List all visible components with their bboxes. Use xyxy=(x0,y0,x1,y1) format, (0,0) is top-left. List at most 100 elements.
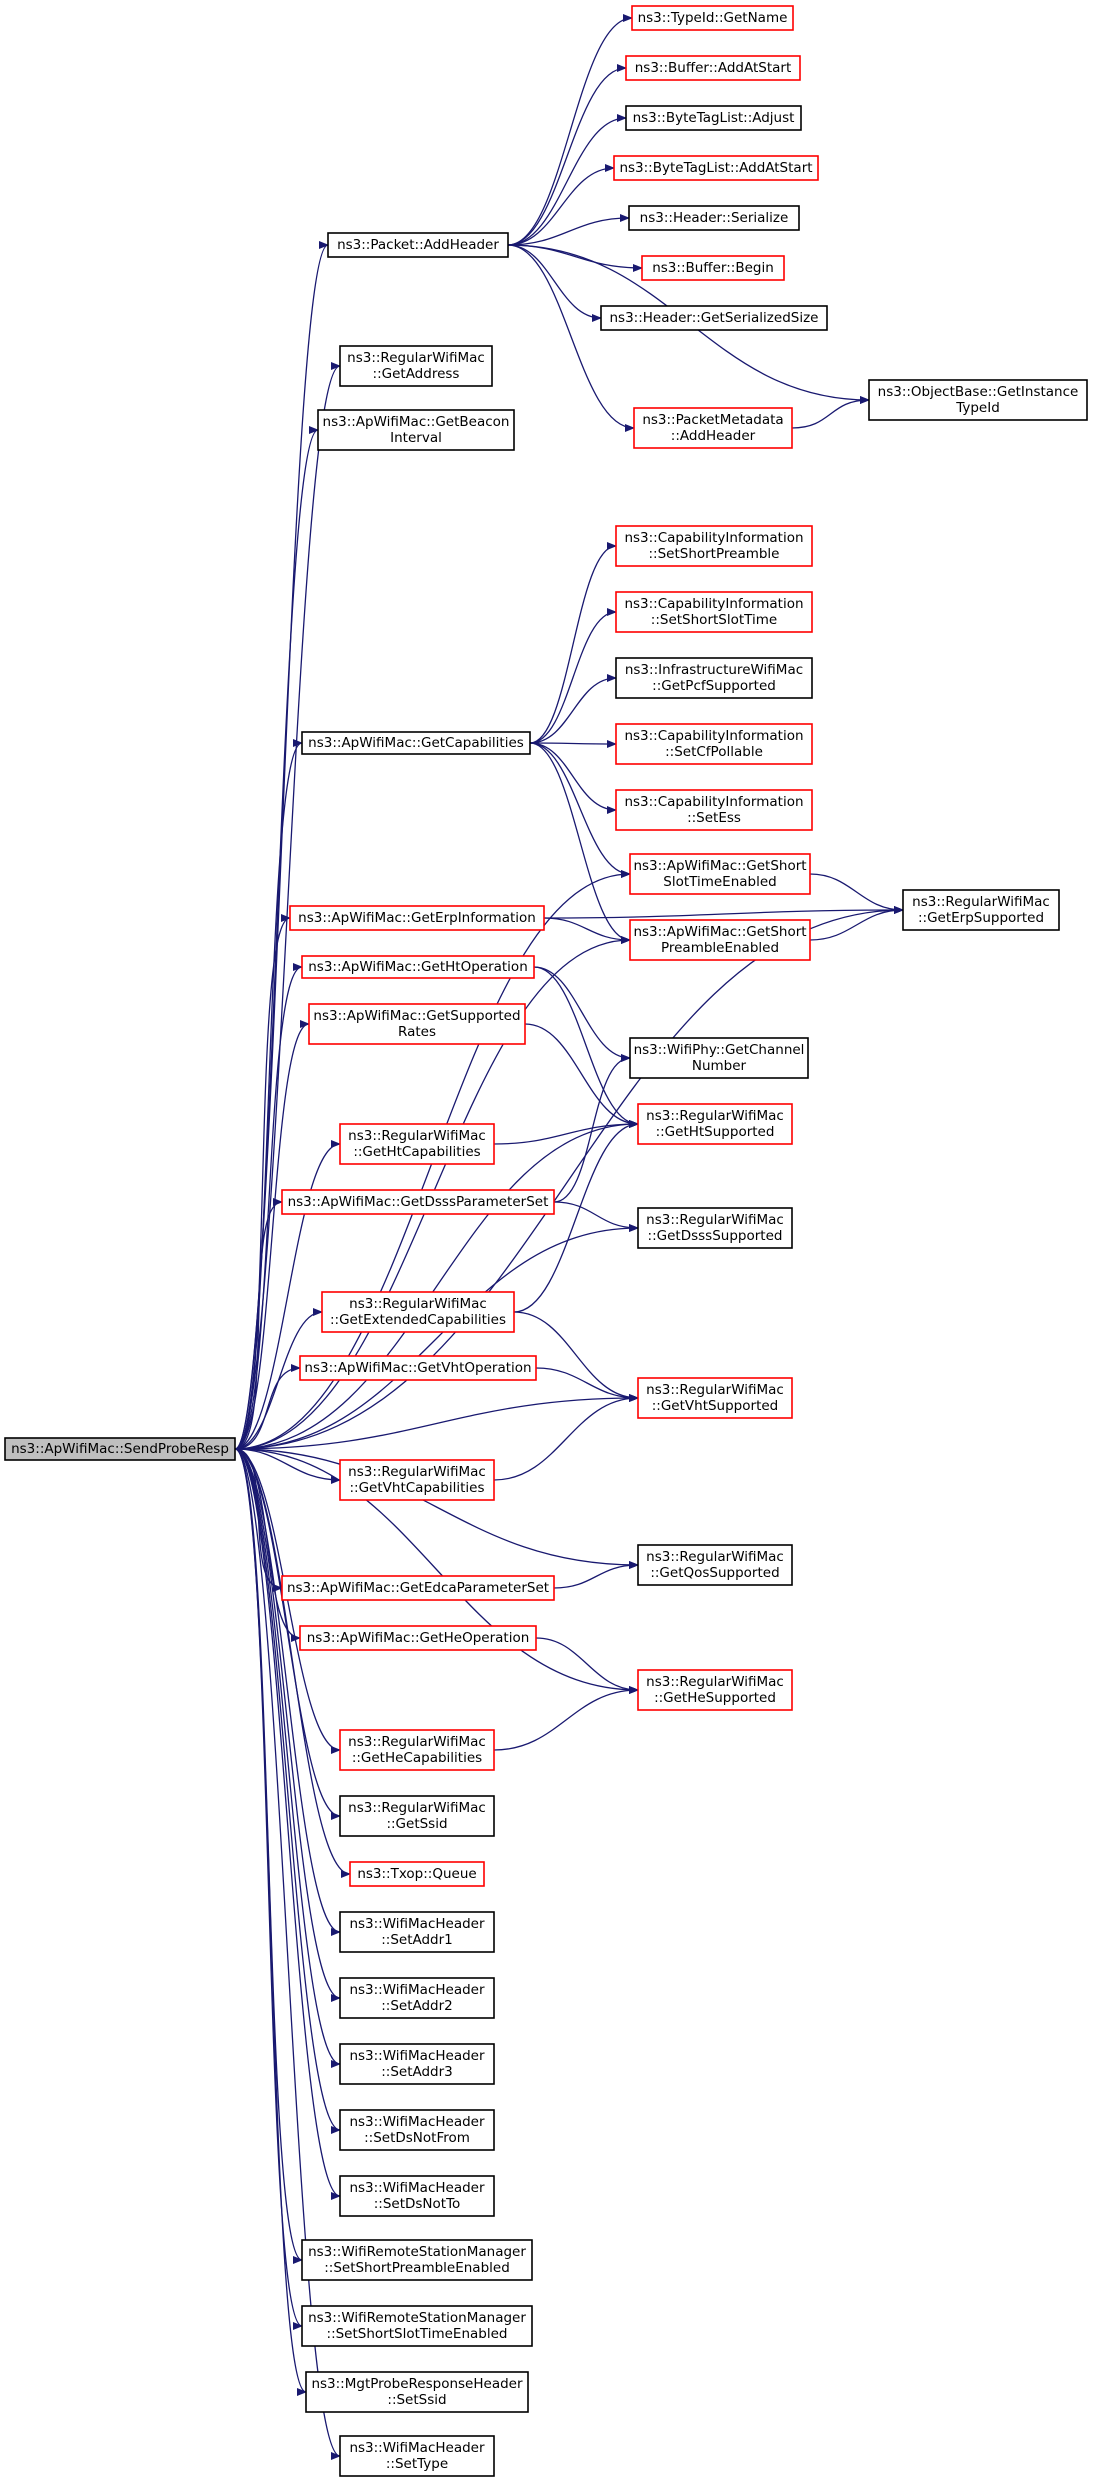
node-addheader[interactable]: ns3::Packet::AddHeader xyxy=(327,232,509,258)
edge-root-to-ap_getcap xyxy=(234,739,303,1450)
node-cap_setshortslot[interactable]: ns3::CapabilityInformation::SetShortSlot… xyxy=(615,591,813,633)
node-cap_setess[interactable]: ns3::CapabilityInformation::SetEss xyxy=(615,789,813,831)
node-infra_getpcf[interactable]: ns3::InfrastructureWifiMac::GetPcfSuppor… xyxy=(615,657,813,699)
node-box xyxy=(633,407,793,449)
node-box xyxy=(631,5,794,31)
node-rwm_getaddress[interactable]: ns3::RegularWifiMac::GetAddress xyxy=(339,345,493,387)
node-rwm_gethecap[interactable]: ns3::RegularWifiMac::GetHeCapabilities xyxy=(339,1729,495,1771)
node-rsm_setshortslot[interactable]: ns3::WifiRemoteStationManager::SetShortS… xyxy=(301,2305,533,2347)
node-label-line: ns3::RegularWifiMac xyxy=(646,1549,784,1565)
node-root[interactable]: ns3::ApWifiMac::SendProbeResp xyxy=(4,1437,236,1461)
node-ap_getcap[interactable]: ns3::ApWifiMac::GetCapabilities xyxy=(301,731,531,755)
node-box xyxy=(281,1575,555,1601)
edge-root-to-hdr_setaddr3 xyxy=(234,1448,341,2068)
node-label-line: ::SetCfPollable xyxy=(665,744,763,760)
edge-addheader-to-buffer_begin xyxy=(507,244,643,272)
node-rwm_getdsss[interactable]: ns3::RegularWifiMac::GetDsssSupported xyxy=(637,1207,793,1249)
node-hdr_setdsnotfrom[interactable]: ns3::WifiMacHeader::SetDsNotFrom xyxy=(339,2109,495,2151)
node-box xyxy=(629,1037,809,1079)
node-box xyxy=(339,2109,495,2151)
node-rwm_gethtsup[interactable]: ns3::RegularWifiMac::GetHtSupported xyxy=(637,1103,793,1145)
node-label-line: ns3::Buffer::Begin xyxy=(652,260,774,276)
node-rwm_getextcap[interactable]: ns3::RegularWifiMac::GetExtendedCapabili… xyxy=(321,1291,515,1333)
edge-ap_getcap-to-cap_setshortslot xyxy=(529,608,617,744)
edge-rwm_getextcap-to-rwm_gethtsup xyxy=(513,1120,639,1313)
node-box xyxy=(339,2435,495,2477)
node-ap_getvhtop[interactable]: ns3::ApWifiMac::GetVhtOperation xyxy=(299,1355,537,1381)
node-label-line: ::SetAddr3 xyxy=(381,2064,453,2080)
node-buffer_begin[interactable]: ns3::Buffer::Begin xyxy=(641,255,785,281)
node-rwm_gethtcap[interactable]: ns3::RegularWifiMac::GetHtCapabilities xyxy=(339,1123,495,1165)
node-box xyxy=(305,2371,529,2413)
node-label-line: ::SetShortPreambleEnabled xyxy=(324,2260,510,2276)
node-label-line: ::GetDsssSupported xyxy=(648,1228,783,1244)
node-box xyxy=(615,789,813,831)
node-ap_geterpinfo[interactable]: ns3::ApWifiMac::GetErpInformation xyxy=(289,905,545,931)
node-label-line: ::GetHeSupported xyxy=(654,1690,776,1706)
node-ap_gethtop[interactable]: ns3::ApWifiMac::GetHtOperation xyxy=(301,955,535,979)
node-cap_setcfpoll[interactable]: ns3::CapabilityInformation::SetCfPollabl… xyxy=(615,723,813,765)
node-box xyxy=(339,1977,495,2019)
edge-ap_getcap-to-cap_setess xyxy=(529,742,617,814)
node-hdr_setdsnotto[interactable]: ns3::WifiMacHeader::SetDsNotTo xyxy=(339,2175,495,2217)
node-label-line: ns3::Buffer::AddAtStart xyxy=(635,60,792,76)
edge-ap_getcap-to-ap_getshortslot xyxy=(529,742,631,878)
node-typeid_getname[interactable]: ns3::TypeId::GetName xyxy=(631,5,794,31)
node-label-line: ::SetDsNotTo xyxy=(374,2196,461,2212)
node-label-line: ns3::CapabilityInformation xyxy=(624,530,803,546)
node-pktmeta_addheader[interactable]: ns3::PacketMetadata::AddHeader xyxy=(633,407,793,449)
node-box xyxy=(339,1911,495,1953)
node-ap_getdsss[interactable]: ns3::ApWifiMac::GetDsssParameterSet xyxy=(281,1189,555,1215)
node-rwm_getvhtcap[interactable]: ns3::RegularWifiMac::GetVhtCapabilities xyxy=(339,1459,495,1501)
node-buffer_addatstart[interactable]: ns3::Buffer::AddAtStart xyxy=(625,55,801,81)
node-label-line: ns3::ByteTagList::AddAtStart xyxy=(619,160,812,176)
node-cap_setshortpre[interactable]: ns3::CapabilityInformation::SetShortPrea… xyxy=(615,525,813,567)
edge-ap_getcap-to-infra_getpcf xyxy=(529,674,617,744)
node-hdr_settype[interactable]: ns3::WifiMacHeader::SetType xyxy=(339,2435,495,2477)
edge-ap_geterpinfo-to-rwm_geterp xyxy=(543,906,904,919)
edge-addheader-to-bytetag_addatstart xyxy=(507,164,615,246)
node-ap_getheop[interactable]: ns3::ApWifiMac::GetHeOperation xyxy=(299,1625,537,1651)
node-ap_getedca[interactable]: ns3::ApWifiMac::GetEdcaParameterSet xyxy=(281,1575,555,1601)
edge-root-to-rwm_gethtcap xyxy=(234,1140,341,1450)
node-rwm_gethesup[interactable]: ns3::RegularWifiMac::GetHeSupported xyxy=(637,1669,793,1711)
edge-ap_getcap-to-cap_setcfpoll xyxy=(529,739,617,748)
node-hdr_setaddr1[interactable]: ns3::WifiMacHeader::SetAddr1 xyxy=(339,1911,495,1953)
node-label-line: ns3::Header::GetSerializedSize xyxy=(610,310,819,326)
node-header_getsersize[interactable]: ns3::Header::GetSerializedSize xyxy=(600,305,828,331)
node-box xyxy=(299,1625,537,1651)
node-box xyxy=(641,255,785,281)
node-rsm_setshortpre[interactable]: ns3::WifiRemoteStationManager::SetShortP… xyxy=(301,2239,533,2281)
edge-root-to-ap_getsuprates xyxy=(234,1020,310,1450)
node-hdr_setaddr2[interactable]: ns3::WifiMacHeader::SetAddr2 xyxy=(339,1977,495,2019)
edge-root-to-hdr_setdsnotto xyxy=(234,1448,341,2200)
node-label-line: ns3::ApWifiMac::SendProbeResp xyxy=(11,1441,229,1457)
node-header_serialize[interactable]: ns3::Header::Serialize xyxy=(628,205,800,231)
node-txop_queue[interactable]: ns3::Txop::Queue xyxy=(349,1861,485,1887)
node-label-line: ns3::WifiMacHeader xyxy=(349,2048,485,2064)
node-rwm_getqos[interactable]: ns3::RegularWifiMac::GetQosSupported xyxy=(637,1544,793,1586)
node-rwm_geterp[interactable]: ns3::RegularWifiMac::GetErpSupported xyxy=(902,889,1060,931)
node-hdr_setaddr3[interactable]: ns3::WifiMacHeader::SetAddr3 xyxy=(339,2043,495,2085)
node-label-line: ns3::WifiMacHeader xyxy=(349,2440,485,2456)
node-label-line: ns3::InfrastructureWifiMac xyxy=(625,662,803,678)
edge-ap_gethtop-to-phy_getchannel xyxy=(533,966,631,1062)
node-rwm_getssid[interactable]: ns3::RegularWifiMac::GetSsid xyxy=(339,1795,495,1837)
node-box xyxy=(600,305,828,331)
edges-layer xyxy=(234,14,904,2460)
node-label-line: ns3::Header::Serialize xyxy=(640,210,789,226)
node-probe_setssid[interactable]: ns3::MgtProbeResponseHeader::SetSsid xyxy=(305,2371,529,2413)
node-bytetag_adjust[interactable]: ns3::ByteTagList::Adjust xyxy=(625,105,802,131)
node-bytetag_addatstart[interactable]: ns3::ByteTagList::AddAtStart xyxy=(613,155,819,181)
node-label-line: ns3::CapabilityInformation xyxy=(624,596,803,612)
node-rwm_getvhtsup[interactable]: ns3::RegularWifiMac::GetVhtSupported xyxy=(637,1377,793,1419)
node-label-line: ns3::WifiPhy::GetChannel xyxy=(634,1042,805,1058)
node-label-line: ns3::WifiMacHeader xyxy=(349,1916,485,1932)
